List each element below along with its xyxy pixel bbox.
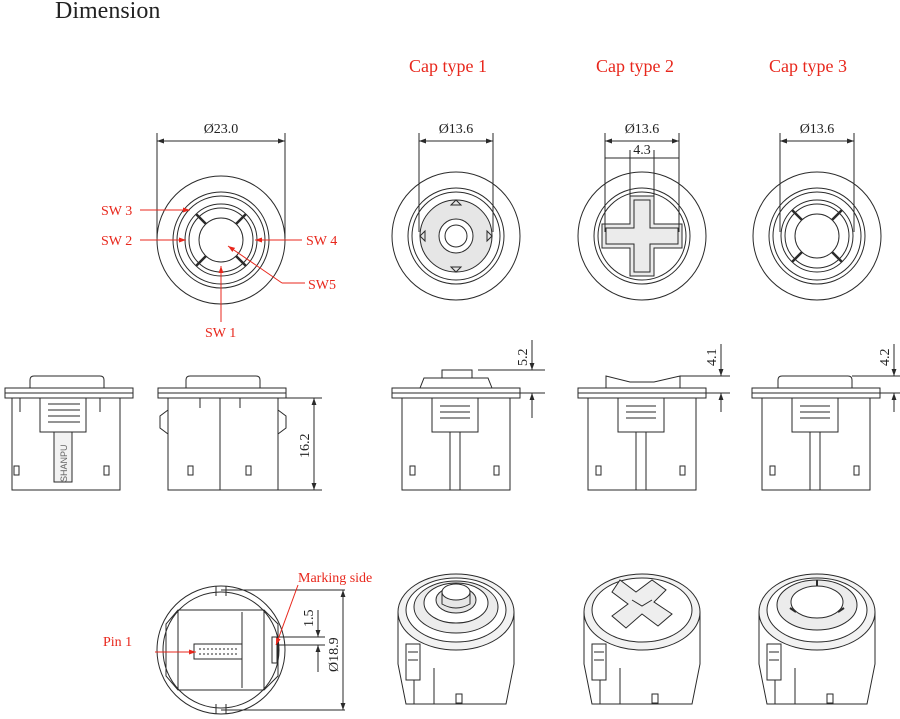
cap3-side-view — [751, 344, 900, 491]
cap1-diameter-label: Ø13.6 — [439, 122, 474, 137]
cap2-cross-width-label: 4.3 — [633, 143, 651, 158]
cap2-top-view — [577, 133, 707, 301]
sw5-label: SW5 — [308, 278, 336, 293]
pin-offset-label: 1.5 — [302, 610, 317, 628]
cap1-isometric — [397, 573, 515, 705]
cap-type-2-title: Cap type 2 — [596, 56, 674, 76]
page-title: Dimension — [55, 0, 160, 24]
bottom-diameter-label: Ø18.9 — [327, 637, 342, 672]
switch-annotations — [140, 207, 305, 322]
cap-type-1-title: Cap type 1 — [409, 56, 487, 76]
body-marking-text: SHANPU — [59, 444, 69, 482]
cap3-diameter-label: Ø13.6 — [800, 122, 835, 137]
sw2-label: SW 2 — [101, 234, 132, 249]
cap2-isometric — [583, 573, 701, 705]
cap1-top-view — [391, 133, 521, 301]
cap2-height-label: 4.1 — [705, 349, 720, 367]
cap2-diameter-label: Ø13.6 — [625, 122, 660, 137]
cap-type-3-title: Cap type 3 — [769, 56, 847, 76]
cap3-isometric — [758, 573, 876, 705]
body-side-view — [157, 375, 322, 491]
sw1-label: SW 1 — [205, 326, 236, 341]
sw4-label: SW 4 — [306, 234, 337, 249]
body-front-view — [4, 375, 134, 491]
marking-side-label: Marking side — [298, 571, 372, 586]
pin1-label: Pin 1 — [103, 635, 132, 650]
switch-bottom-view — [156, 585, 346, 715]
body-height-label: 16.2 — [298, 434, 313, 459]
sw3-label: SW 3 — [101, 204, 132, 219]
cap1-height-label: 5.2 — [516, 349, 531, 367]
bottom-annotations — [155, 584, 299, 655]
cap2-side-view — [577, 344, 730, 491]
cap3-height-label: 4.2 — [878, 349, 893, 367]
body-diameter-label: Ø23.0 — [204, 122, 239, 137]
cap1-side-view — [391, 340, 545, 491]
cap3-top-view — [752, 133, 882, 301]
